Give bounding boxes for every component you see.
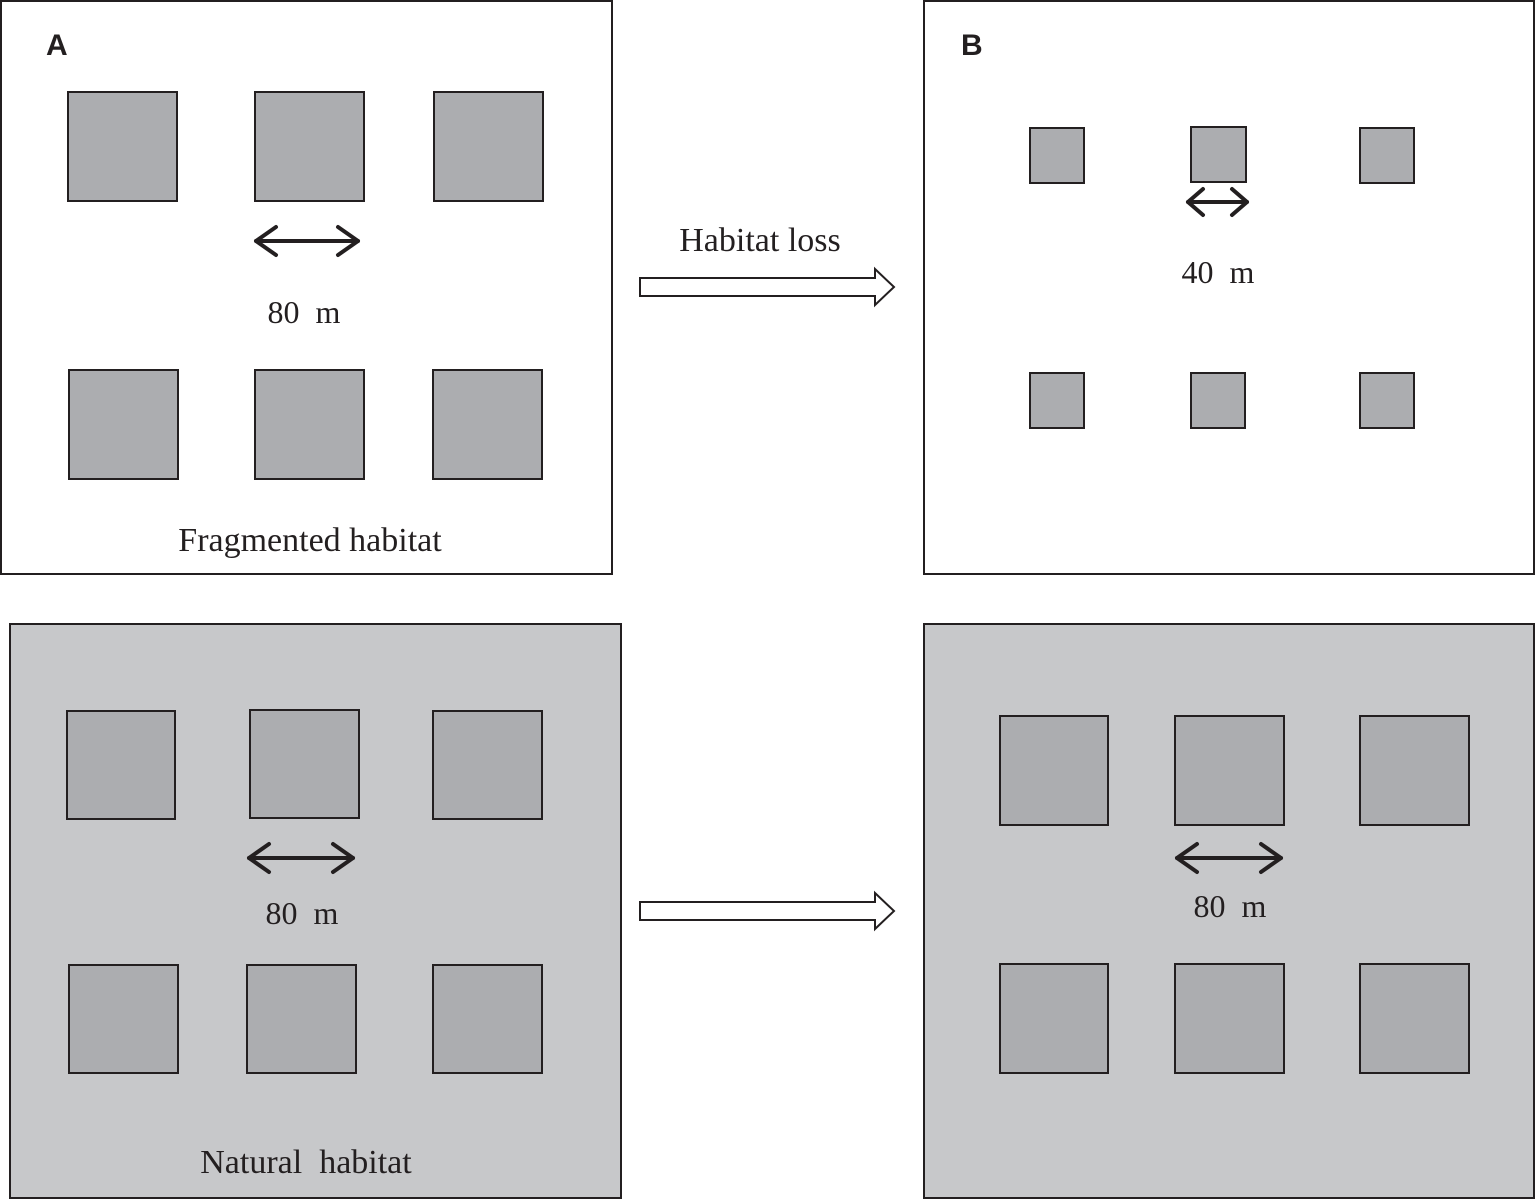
habitat-patch [432, 369, 543, 480]
distance-label: 80 m [265, 895, 339, 931]
caption-fragmented-habitat: Fragmented habitat [178, 522, 442, 559]
habitat-patch [1359, 963, 1470, 1074]
habitat-patch [1359, 372, 1415, 429]
habitat-patch [67, 91, 178, 202]
panel-letter-a: A [46, 29, 68, 62]
distance-label: 80 m [267, 294, 341, 330]
distance-label: 40 m [1181, 254, 1255, 290]
habitat-patch [249, 709, 360, 819]
habitat-patch [68, 964, 179, 1074]
habitat-patch [1359, 715, 1470, 826]
transition-label: Habitat loss [679, 222, 841, 259]
habitat-patch [1190, 126, 1247, 183]
distance-label: 80 m [1193, 888, 1267, 924]
habitat-patch [432, 964, 543, 1074]
panel-habitat-loss [923, 0, 1535, 575]
habitat-patch [68, 369, 179, 480]
habitat-patch [1029, 127, 1085, 184]
panel-fragmented-habitat [0, 0, 613, 575]
habitat-patch [66, 710, 176, 820]
habitat-patch [254, 91, 365, 202]
caption-natural-habitat: Natural habitat [200, 1144, 412, 1181]
habitat-patch [254, 369, 365, 480]
transition-arrow-icon [639, 266, 896, 308]
habitat-patch [1174, 715, 1285, 826]
habitat-patch [1190, 372, 1246, 429]
habitat-patch [999, 715, 1109, 826]
habitat-patch [1029, 372, 1085, 429]
habitat-patch [999, 963, 1109, 1074]
habitat-patch [432, 710, 543, 820]
panel-letter-b: B [961, 29, 983, 62]
transition-arrow-icon [639, 890, 896, 932]
habitat-patch [1359, 127, 1415, 184]
habitat-patch [1174, 963, 1285, 1074]
habitat-patch [433, 91, 544, 202]
habitat-patch [246, 964, 357, 1074]
